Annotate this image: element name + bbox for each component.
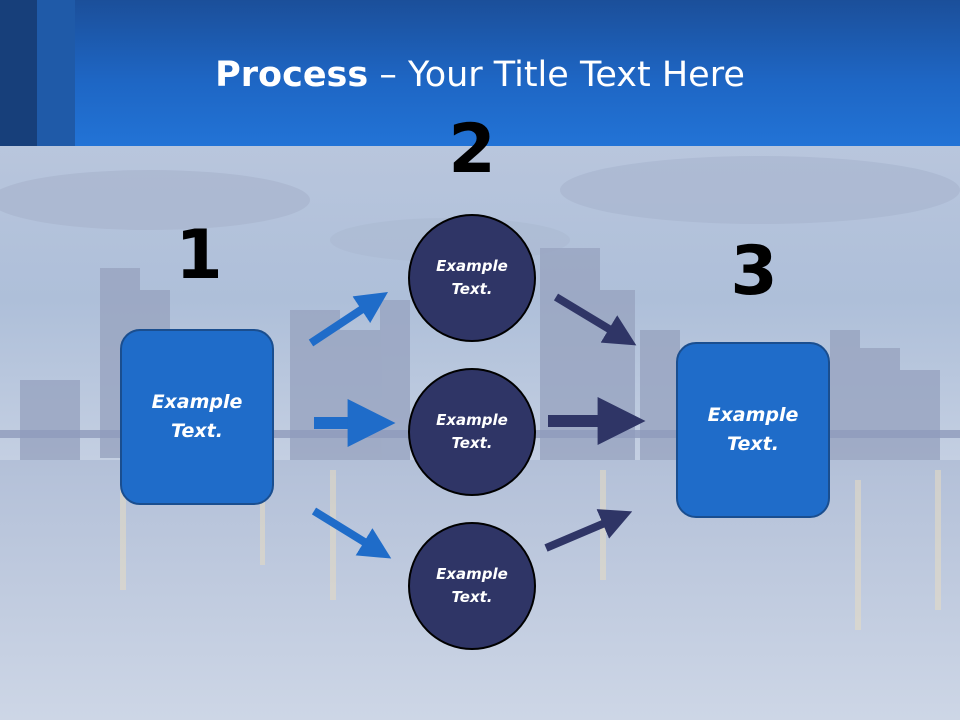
title-rest-part: – Your Title Text Here	[368, 55, 745, 95]
step-number-1: 1	[175, 216, 223, 295]
slide-title[interactable]: Process – Your Title Text Here	[0, 52, 960, 98]
step3-box[interactable]: Example Text.	[676, 342, 830, 518]
step1-text: Example Text.	[151, 391, 243, 442]
title-bold-part: Process	[215, 55, 369, 95]
arrow-from-circle-bottom	[544, 509, 633, 552]
step-number-3: 3	[730, 232, 778, 311]
arrow-from-circle-top	[553, 293, 637, 346]
step2-circle-middle[interactable]: Example Text.	[408, 368, 536, 496]
circle-text: Example Text.	[436, 411, 508, 452]
circle-text: Example Text.	[436, 565, 508, 606]
arrow-to-circle-bottom	[311, 507, 392, 559]
header-accent-strip	[0, 0, 37, 146]
arrow-to-circle-top	[308, 292, 389, 347]
step1-box[interactable]: Example Text.	[120, 329, 274, 505]
step3-text: Example Text.	[707, 404, 799, 455]
header-accent-strip	[37, 0, 75, 146]
step2-circle-bottom[interactable]: Example Text.	[408, 522, 536, 650]
header-band	[0, 0, 960, 146]
step-number-2: 2	[448, 110, 496, 189]
step2-circle-top[interactable]: Example Text.	[408, 214, 536, 342]
circle-text: Example Text.	[436, 257, 508, 298]
